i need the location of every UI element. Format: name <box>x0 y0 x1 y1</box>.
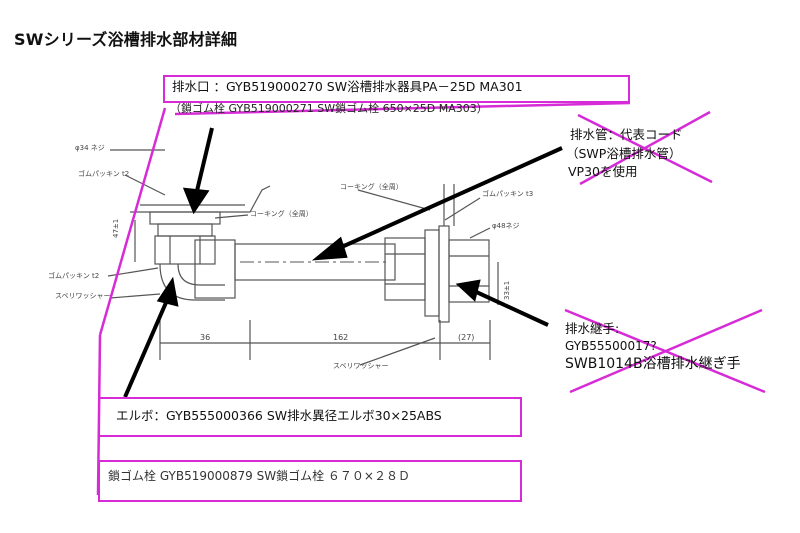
label-phi34: φ34 ネジ <box>75 144 105 152</box>
drain-joint-line2: GYB55500017? <box>565 339 657 353</box>
label-gasket-t2-mid: ゴムパッキン t2 <box>48 272 100 280</box>
label-phi48: φ48ネジ <box>492 222 520 230</box>
label-coking-left: コーキング（全周） <box>250 210 313 218</box>
label-dim-162: 162 <box>333 333 349 342</box>
drain-pipe-shape <box>234 243 396 281</box>
label-slip-washer-bottom: スベリワッシャー <box>333 362 389 370</box>
drain-joint-line3: SWB1014B浴槽排水継ぎ手 <box>565 356 741 372</box>
drain-outlet-line2: （鎖ゴム栓 GYB519000271 SW鎖ゴム栓 650×25D MA303） <box>170 102 488 115</box>
label-gasket-t3: ゴムパッキン t3 <box>482 190 534 198</box>
label-dim-27: (27) <box>458 333 475 342</box>
label-dim-33: 33±1 <box>503 280 511 300</box>
label-dim-36: 36 <box>200 333 211 342</box>
arrows <box>123 127 563 398</box>
cross-outs <box>174 101 766 394</box>
chain-plug-callout-box <box>98 460 522 502</box>
chain-plug-label: 鎖ゴム栓 GYB519000879 SW鎖ゴム栓 ６７０×２８Ｄ <box>108 469 410 483</box>
elbow-callout-box <box>98 397 522 437</box>
drain-pipe-line3: VP30を使用 <box>568 164 638 179</box>
drain-pipe-line2: （SWP浴槽排水管） <box>566 146 682 161</box>
drain-pipe-line1: 排水管：代表コード <box>570 127 683 142</box>
label-gasket-t2-top: ゴムパッキン t2 <box>78 170 130 178</box>
page-title: SWシリーズ浴槽排水部材詳細 <box>14 30 238 49</box>
drain-outlet-line1: 排水口 ：GYB519000270 SW浴槽排水器具PA－25D MA301 <box>172 79 523 94</box>
drain-joint-shape <box>384 237 426 301</box>
drain-outlet-callout-box <box>163 75 630 103</box>
elbow-label: エルボ：GYB555000366 SW排水異径エルボ30×25ABS <box>116 408 442 423</box>
label-slip-washer-left: スベリワッシャー <box>55 292 111 300</box>
technical-drawing <box>107 149 499 366</box>
drain-outlet-body <box>149 211 221 225</box>
drain-joint-line1: 排水継手: <box>565 321 620 336</box>
label-dim-47: 47±1 <box>112 218 120 238</box>
label-coking-right: コーキング（全周） <box>340 183 403 191</box>
